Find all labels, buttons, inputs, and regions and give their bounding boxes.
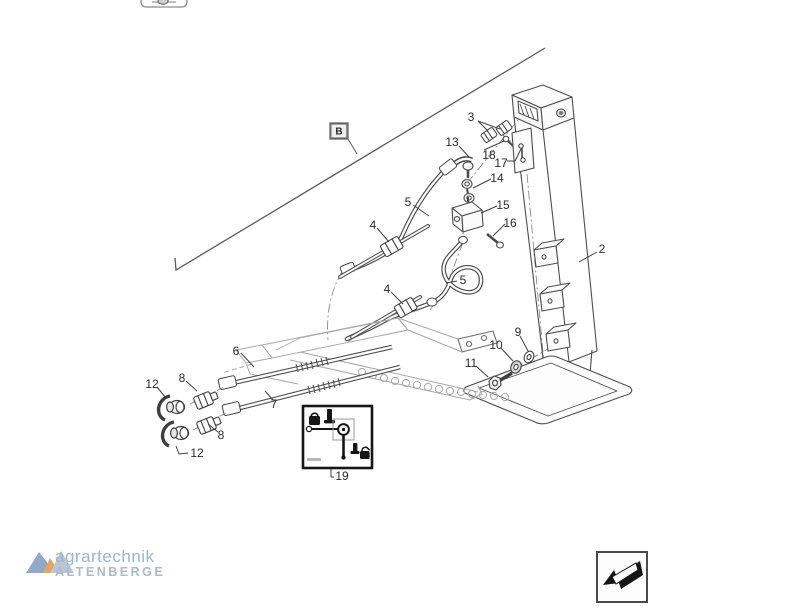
- callout-17[interactable]: 17: [494, 156, 508, 170]
- callout-5-upper[interactable]: 5: [404, 195, 412, 209]
- jack-mount-bracket: [457, 330, 498, 353]
- callout-8-lower[interactable]: 8: [217, 428, 225, 442]
- callout-8-upper[interactable]: 8: [178, 371, 186, 385]
- hoses: [338, 158, 484, 342]
- elbow-part-13: [450, 156, 474, 178]
- washer-part-9: [523, 350, 535, 364]
- callout-3[interactable]: 3: [467, 110, 475, 124]
- watermark: agrartechnik ALTENBERGE: [22, 545, 202, 590]
- coupler-part-8-lower: [196, 416, 222, 435]
- column-mount-blocks: [533, 238, 577, 352]
- dust-cap-part-12-upper: [156, 394, 186, 422]
- tube-part-6: [217, 344, 393, 390]
- screw-part-18: [502, 135, 514, 147]
- bolt-part-16: [486, 232, 504, 249]
- kit-box-19: [301, 404, 374, 470]
- callout-2[interactable]: 2: [598, 242, 606, 256]
- callout-13[interactable]: 13: [445, 135, 459, 149]
- callout-12-lower[interactable]: 12: [190, 446, 204, 460]
- callout-7[interactable]: 7: [270, 397, 278, 411]
- callout-9[interactable]: 9: [514, 325, 522, 339]
- callout-19[interactable]: 19: [335, 469, 349, 483]
- small-print-text: [307, 458, 321, 461]
- coupler-part-8-upper: [193, 391, 219, 410]
- callout-5-lower[interactable]: 5: [459, 273, 467, 287]
- callout-4-upper[interactable]: 4: [369, 218, 377, 232]
- open-padlock-icon: [360, 446, 371, 459]
- pin-icon-small: [350, 443, 360, 454]
- callout-16[interactable]: 16: [503, 216, 517, 230]
- valve-part-15: [451, 197, 484, 233]
- linchpin-drawing: [305, 418, 355, 460]
- tube-part-7: [221, 364, 401, 416]
- callout-15[interactable]: 15: [496, 198, 510, 212]
- callout-11[interactable]: 11: [464, 356, 478, 370]
- dust-cap-part-12-lower: [160, 420, 190, 448]
- export-arrow-icon[interactable]: [596, 551, 648, 603]
- jack-head: [511, 84, 575, 131]
- washer-part-10: [510, 360, 522, 374]
- watermark-line2: ALTENBERGE: [55, 565, 166, 579]
- callout-14[interactable]: 14: [490, 171, 504, 185]
- bracket-part-17: [511, 127, 535, 174]
- callout-10[interactable]: 10: [489, 338, 503, 352]
- callout-4-lower[interactable]: 4: [383, 282, 391, 296]
- callout-6[interactable]: 6: [232, 344, 240, 358]
- bolt-part-11: [488, 371, 513, 391]
- reference-box-label[interactable]: B: [330, 123, 348, 139]
- pin-icon: [324, 409, 335, 424]
- hose-5-upper: [339, 158, 458, 276]
- clipped-reference-icon[interactable]: [140, 0, 188, 8]
- callout-12-upper[interactable]: 12: [145, 377, 159, 391]
- fitting-part-3: [480, 120, 513, 143]
- closed-padlock-icon: [309, 412, 320, 425]
- watermark-logo: [26, 551, 74, 573]
- tube-coupler-4-upper: [338, 224, 430, 279]
- leader-lines: [156, 120, 598, 478]
- tube-coupler-4-lower: [350, 295, 422, 339]
- callout-18[interactable]: 18: [482, 148, 496, 162]
- watermark-line1: agrartechnik: [55, 547, 155, 566]
- tubes-and-couplers: [156, 344, 401, 448]
- mount-hardware: [488, 350, 535, 391]
- foot-plate: [463, 355, 633, 425]
